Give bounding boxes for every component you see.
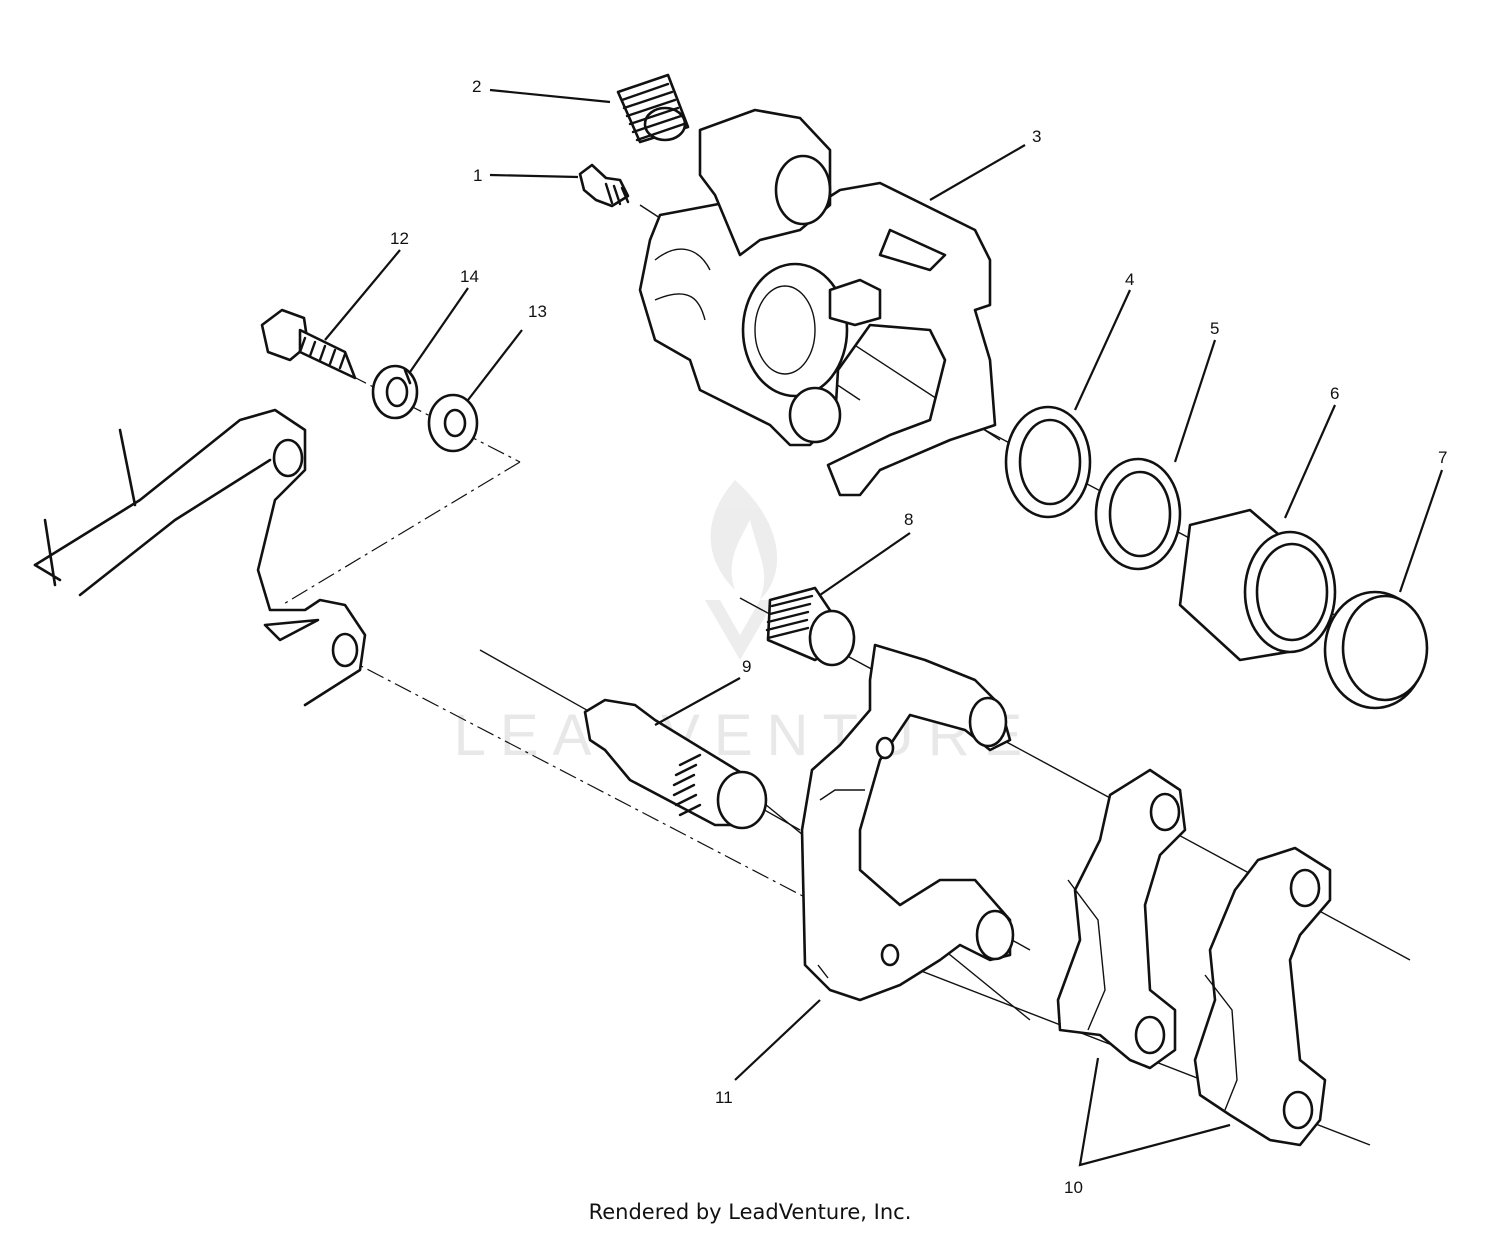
part-5-seal bbox=[1094, 457, 1182, 571]
callout-11: 11 bbox=[715, 1088, 733, 1107]
part-10-brake-pads bbox=[1056, 768, 1332, 1147]
callout-2: 2 bbox=[472, 77, 481, 96]
callout-9: 9 bbox=[742, 657, 751, 676]
callout-1: 1 bbox=[473, 166, 482, 185]
callout-6: 6 bbox=[1330, 384, 1339, 403]
part-14-lock-washer bbox=[371, 364, 419, 420]
callout-10: 10 bbox=[1064, 1178, 1083, 1197]
part-1-bleeder-screw bbox=[578, 163, 630, 208]
part-3-caliper-body bbox=[638, 108, 997, 497]
leader-lines bbox=[324, 88, 1444, 1167]
part-12-bolt bbox=[260, 308, 357, 380]
callout-3: 3 bbox=[1032, 127, 1041, 146]
part-13-flat-washer bbox=[427, 393, 479, 453]
part-6-piston bbox=[1178, 508, 1337, 662]
callout-4: 4 bbox=[1125, 270, 1134, 289]
callout-8: 8 bbox=[904, 510, 913, 529]
callout-5: 5 bbox=[1210, 319, 1219, 338]
part-11-caliper-bracket bbox=[800, 643, 1015, 1002]
frame-mount-bracket bbox=[33, 408, 367, 707]
part-8-sleeve bbox=[765, 586, 856, 667]
part-7-dust-cap bbox=[1323, 590, 1429, 710]
callout-7: 7 bbox=[1438, 448, 1447, 467]
callout-13: 13 bbox=[528, 302, 547, 321]
part-2-bushing bbox=[616, 73, 690, 144]
footer-credit: Rendered by LeadVenture, Inc. bbox=[588, 1200, 912, 1224]
part-9-pin bbox=[583, 698, 768, 830]
callout-labels: 1 2 3 4 5 6 7 8 9 10 11 12 13 14 bbox=[390, 77, 1447, 1197]
callout-14: 14 bbox=[460, 267, 479, 286]
callout-12: 12 bbox=[390, 229, 409, 248]
part-4-seal bbox=[1004, 405, 1092, 519]
